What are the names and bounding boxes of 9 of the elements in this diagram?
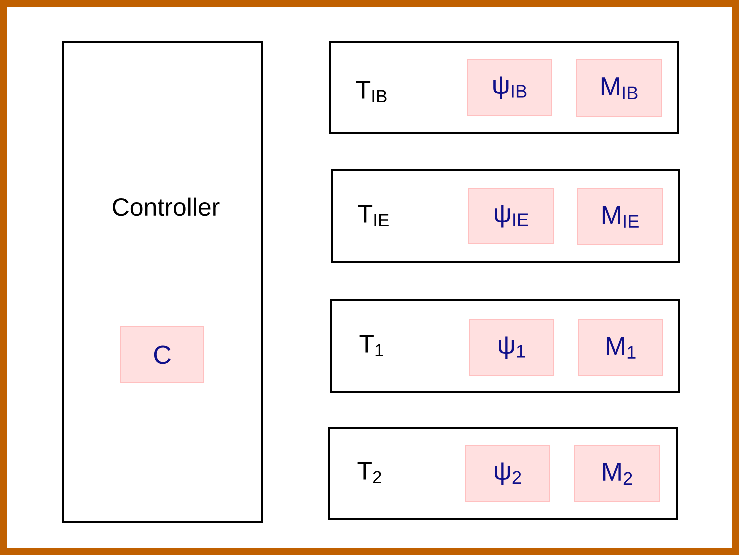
symbol-box: ψ$_{2}$ <box>466 446 550 502</box>
symbol-box: C <box>120 326 204 384</box>
symbol-box: M$_{1}$ <box>578 320 664 376</box>
symbol-box: M$_{IB}$ <box>576 60 662 118</box>
symbol-box: M$_{IE}$ <box>578 188 664 246</box>
symbol-box: M$_{2}$ <box>574 446 660 502</box>
symbol-box: ψ$_{IE}$ <box>468 188 554 244</box>
symbol-box: ψ$_{IB}$ <box>468 60 552 116</box>
symbol-box: ψ$_{1}$ <box>470 320 554 376</box>
